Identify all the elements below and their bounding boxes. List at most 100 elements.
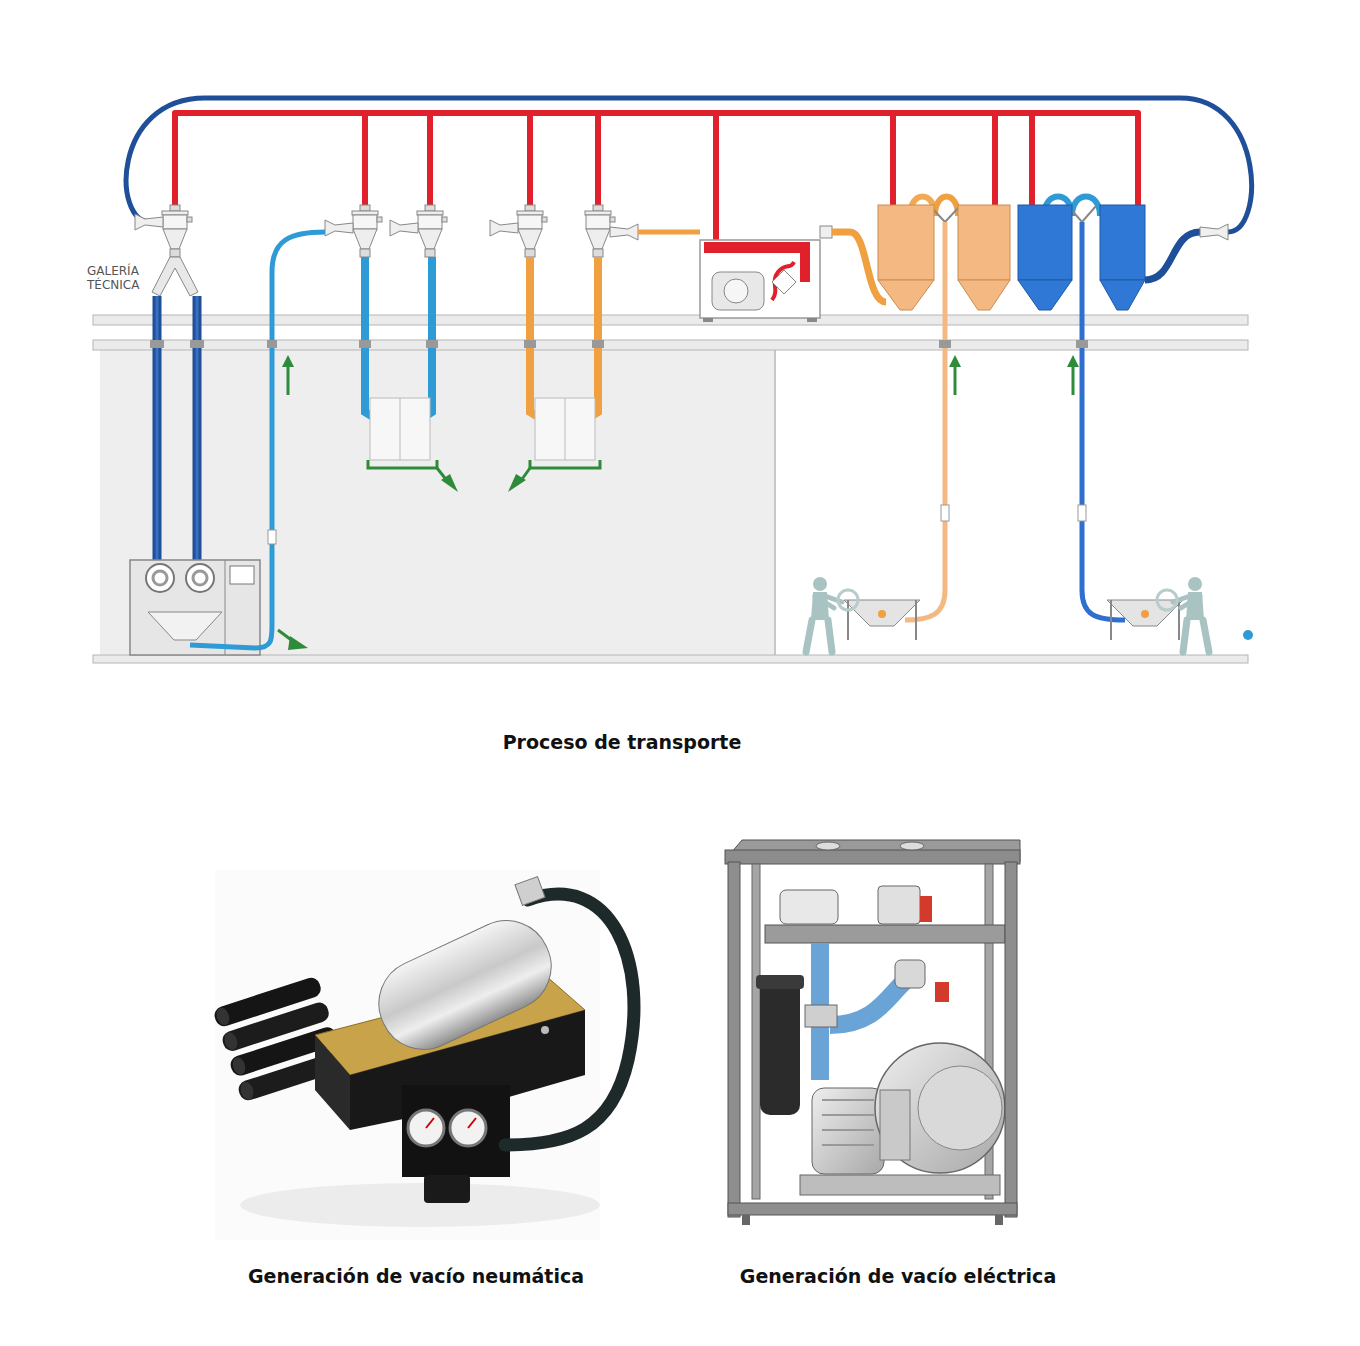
orange-station-part xyxy=(565,398,566,460)
left-line-part xyxy=(282,355,294,395)
orange-hoppers-part xyxy=(878,205,934,280)
orange-hoppers-part xyxy=(939,340,951,348)
blue-station-part xyxy=(359,340,371,348)
left-line-part xyxy=(288,636,308,650)
photo-caption: Generación de vacío neumática xyxy=(248,1264,584,1288)
transfer-unit-part xyxy=(800,242,810,282)
blue-hoppers-part xyxy=(1243,630,1253,640)
electric-generator-drawing-part xyxy=(752,864,760,1199)
photo-caption: Generación de vacío eléctrica xyxy=(740,1264,1056,1288)
blue-hoppers-part xyxy=(1200,224,1228,240)
electric-generator-drawing-part xyxy=(822,1100,874,1145)
cyclone-receiver-part xyxy=(417,205,447,257)
left-line-part xyxy=(150,340,164,348)
blue-station-part xyxy=(370,398,430,460)
left-line-part xyxy=(146,564,174,592)
orange-hoppers-part xyxy=(949,355,961,395)
cyclone-receiver xyxy=(135,205,638,257)
electric-generator-drawing-part xyxy=(728,1203,1017,1215)
electric-generator-drawing-part xyxy=(895,960,925,988)
orange-hoppers xyxy=(806,197,1010,653)
orange-station-part xyxy=(592,340,604,348)
transfer-unit-part xyxy=(807,318,817,322)
blue-station-part xyxy=(400,398,401,460)
building-structure-part xyxy=(93,340,1248,350)
pneumatic-generator-photo-part xyxy=(515,877,545,906)
pneumatic-generator-photo-part xyxy=(468,1118,476,1128)
orange-station-part xyxy=(524,340,536,348)
orange-hoppers-part xyxy=(806,577,858,652)
transfer-unit-part xyxy=(703,318,713,322)
left-line-part xyxy=(153,571,167,585)
cyclone-receiver-part xyxy=(610,224,638,240)
cyclone-receiver-part xyxy=(325,220,353,236)
transfer-unit-part xyxy=(724,279,748,303)
left-line xyxy=(130,232,325,655)
left-line-part xyxy=(190,340,204,348)
orange-station-part xyxy=(508,474,526,492)
left-line-part xyxy=(230,566,254,584)
blue-hoppers-part xyxy=(1078,505,1086,521)
cyclone-receiver-part xyxy=(390,220,418,236)
left-line-part xyxy=(186,564,214,592)
pneumatic-generator-photo-part xyxy=(215,870,600,1240)
transfer-unit-part xyxy=(772,270,796,294)
electric-generator-drawing-part xyxy=(760,975,800,1115)
area-label: GALERÍA TÉCNICA xyxy=(87,264,149,292)
building-structure-part xyxy=(93,655,1248,663)
electric-generator-drawing-part xyxy=(756,975,804,989)
orange-station-part xyxy=(530,460,600,468)
cyclone-receiver-part xyxy=(162,205,192,257)
left-line-part xyxy=(157,296,197,560)
cyclone-receiver-part xyxy=(135,214,163,230)
transfer-unit xyxy=(638,226,832,322)
transfer-unit-part xyxy=(820,226,832,238)
blue-hoppers-part xyxy=(1157,577,1209,652)
electric-generator-drawing-part xyxy=(880,1090,910,1160)
orange-station-part xyxy=(530,257,598,420)
blue-station xyxy=(359,257,458,492)
pneumatic-generator-photo-part-part xyxy=(222,1031,239,1052)
pneumatic-generator-photo-part-part xyxy=(239,1080,256,1101)
cyclone-receiver-part xyxy=(490,220,518,236)
electric-generator-drawing-part xyxy=(812,1088,884,1174)
blue-hoppers-part xyxy=(1082,222,1125,620)
cyclone-receiver-part xyxy=(352,205,382,257)
caption-text: Proceso de transporte xyxy=(503,730,742,754)
blue-hoppers-part xyxy=(1067,355,1079,395)
left-line-part xyxy=(157,296,197,560)
electric-generator-drawing xyxy=(725,840,1020,1225)
electric-generator-drawing-part xyxy=(725,850,1020,864)
blue-station-part xyxy=(426,340,438,348)
electric-generator-drawing-part xyxy=(875,1043,1005,1173)
building-structure-part xyxy=(93,315,1248,325)
transfer-unit-part xyxy=(638,230,700,235)
orange-hoppers-part xyxy=(941,505,949,521)
electric-generator-drawing-part xyxy=(742,1215,750,1225)
left-line-part xyxy=(148,612,222,640)
cyclone-receiver-part xyxy=(517,205,547,257)
electric-generator-drawing-part xyxy=(728,862,740,1217)
pneumatic-generator-photo-part xyxy=(450,1110,486,1146)
pneumatic-generator-photo-part xyxy=(505,894,634,1145)
pneumatic-generator-photo-part xyxy=(424,1175,470,1203)
left-line-part xyxy=(190,232,325,648)
orange-hoppers-part xyxy=(878,280,934,310)
electric-generator-drawing-part xyxy=(1005,862,1017,1217)
blue-station-part xyxy=(441,474,458,492)
electric-generator-drawing-part xyxy=(765,925,1005,943)
blue-hoppers-part xyxy=(1100,205,1145,280)
left-line-part xyxy=(130,560,260,655)
pneumatic-generator-photo-part xyxy=(315,1035,350,1130)
electric-generator-drawing-part xyxy=(920,896,932,922)
blue-hoppers-part xyxy=(1145,232,1200,280)
pneumatic-generator-photo-part-part xyxy=(231,1056,248,1077)
pneumatic-generator-photo-part xyxy=(426,1118,434,1128)
orange-hoppers-part xyxy=(958,280,1010,310)
electric-generator-drawing-part xyxy=(878,886,920,924)
orange-station xyxy=(508,257,604,492)
pneumatic-generator-photo-part xyxy=(240,1183,600,1227)
orange-hoppers-part xyxy=(958,205,1010,280)
